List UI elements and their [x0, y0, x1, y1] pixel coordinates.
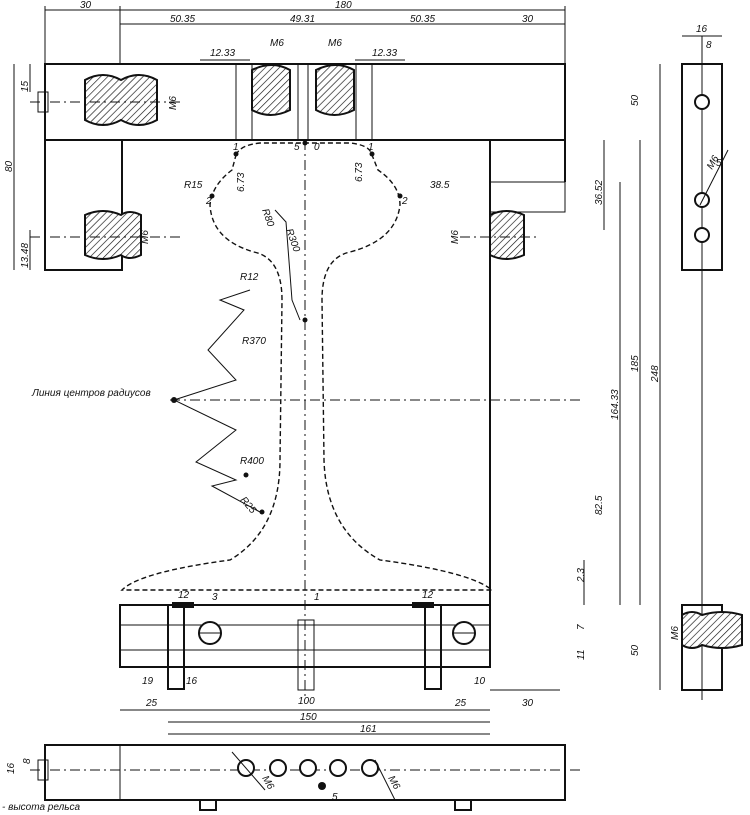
dim-30-right: 30 — [522, 14, 534, 25]
base-100: 100 — [298, 696, 315, 707]
dim-50-top: 50 — [630, 94, 641, 106]
r370: R370 — [242, 336, 266, 347]
base-1: 1 — [314, 592, 320, 603]
base-19: 19 — [142, 676, 154, 687]
bottom-view — [30, 744, 580, 811]
dim-12-33-r: 12.33 — [372, 48, 397, 59]
side-5: 5 — [716, 158, 722, 169]
dim-185: 185 — [630, 355, 641, 372]
centers-line-label: Линия центров радиусов — [31, 388, 151, 399]
base-25-l: 25 — [145, 698, 158, 709]
bottom-16: 16 — [6, 762, 17, 774]
m6-left-upper: M6 — [168, 96, 179, 110]
base-12-r: 12 — [422, 590, 434, 601]
footnote: - высота рельса — [2, 802, 80, 813]
base-150: 150 — [300, 712, 317, 723]
dim-2-3: 2.3 — [576, 568, 587, 583]
r25: R25 — [238, 495, 259, 516]
side-16: 16 — [696, 24, 708, 35]
dim-82-5: 82.5 — [594, 495, 605, 515]
r80: R80 — [259, 207, 276, 228]
dim-248: 248 — [650, 365, 661, 383]
dim-80: 80 — [4, 160, 15, 172]
bottom-m6-1: M6 — [259, 774, 276, 792]
dim-15: 15 — [20, 80, 31, 92]
base-3: 3 — [212, 592, 218, 603]
dim-50-35-a: 50.35 — [170, 14, 195, 25]
r300: R300 — [283, 227, 302, 254]
dim-164-33: 164.33 — [610, 389, 621, 420]
w-38-5: 38.5 — [430, 180, 450, 191]
r400: R400 — [240, 456, 264, 467]
h-6-73-l: 6.73 — [236, 172, 247, 192]
r12: R12 — [240, 272, 259, 283]
pt-5: 5 — [294, 142, 300, 153]
side-view — [681, 35, 743, 700]
pt-2-l: 2 — [205, 196, 212, 207]
dim-7: 7 — [576, 624, 587, 630]
base-30: 30 — [522, 698, 534, 709]
base-10: 10 — [474, 676, 486, 687]
h-6-73-r: 6.73 — [354, 162, 365, 182]
bottom-m6-2: M6 — [385, 774, 402, 792]
pt-1-r: 1 — [368, 142, 374, 153]
dim-180: 180 — [335, 0, 352, 11]
bottom-8: 8 — [22, 758, 33, 764]
pt-0: 0 — [314, 142, 320, 153]
thread-m6-l: M6 — [270, 38, 284, 49]
m6-right: M6 — [450, 230, 461, 244]
dim-49-31: 49.31 — [290, 14, 315, 25]
r15: R15 — [184, 180, 203, 191]
base-161: 161 — [360, 724, 377, 735]
dim-12-33-l: 12.33 — [210, 48, 235, 59]
pt-1-l: 1 — [233, 142, 239, 153]
base-12-l: 12 — [178, 590, 190, 601]
base-25-r: 25 — [454, 698, 467, 709]
base-16: 16 — [186, 676, 198, 687]
dim-50-35-c: 50.35 — [410, 14, 435, 25]
m6-left-lower: M6 — [140, 230, 151, 244]
dim-50-base: 50 — [630, 644, 641, 656]
dim-11: 11 — [576, 650, 587, 660]
dim-36-52: 36.52 — [594, 180, 605, 205]
side-8: 8 — [706, 40, 712, 51]
dim-30-left: 30 — [80, 0, 92, 11]
pt-2-r: 2 — [401, 196, 408, 207]
bottom-5: 5 — [332, 792, 338, 803]
side-m6-bot: M6 — [670, 626, 681, 640]
front-view — [13, 6, 661, 735]
thread-m6-r: M6 — [328, 38, 342, 49]
dim-13-48: 13.48 — [20, 243, 31, 268]
